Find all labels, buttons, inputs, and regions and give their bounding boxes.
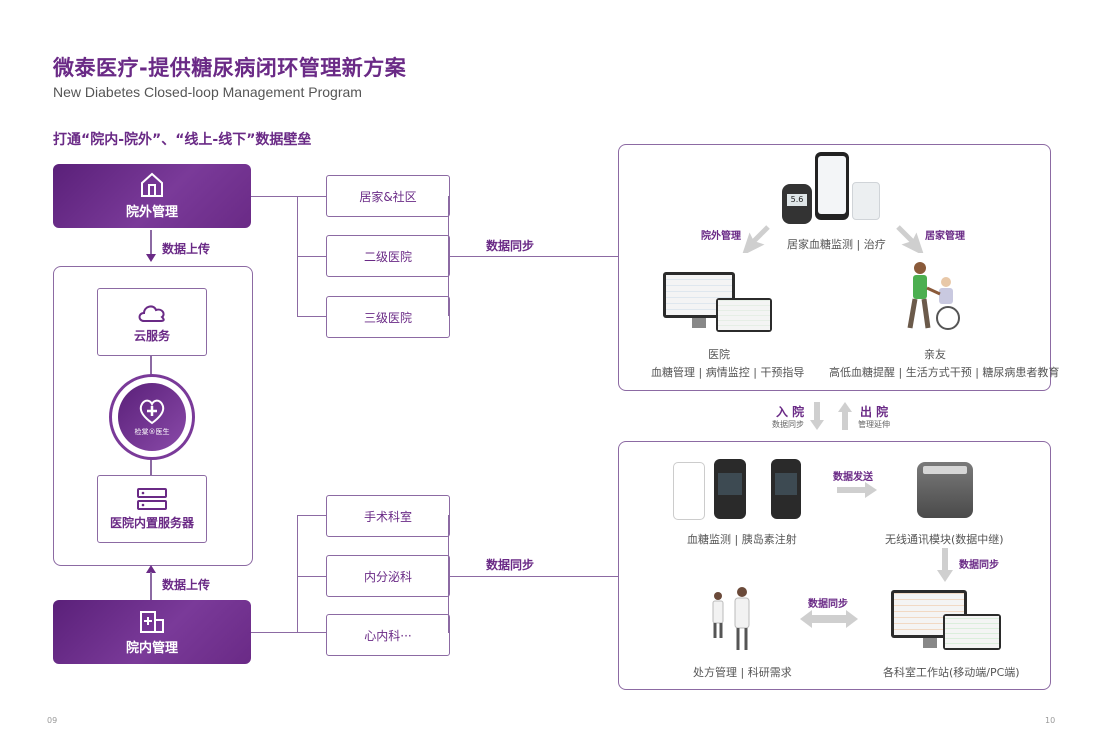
connector-bottom-right-v <box>448 515 449 633</box>
device-pump-black <box>714 459 746 519</box>
workstation-caption: 各科室工作站(移动端/PC端) <box>883 666 1020 679</box>
dept-surgery: 手术科室 <box>326 495 450 537</box>
hospital-cross-icon <box>140 611 164 633</box>
family-label: 亲友 <box>924 348 946 361</box>
arrow-down-right-icon <box>896 225 924 253</box>
dept-endocrinology: 内分泌科 <box>326 555 450 597</box>
connector-top-1 <box>297 196 326 197</box>
logo-heart-cross-icon <box>139 399 165 425</box>
outside-management-label: 院外管理 <box>125 205 178 220</box>
connector-bottom-sync <box>448 576 618 577</box>
outside-management-box: 院外管理 <box>53 164 251 228</box>
devices-caption: 血糖监测 | 胰岛素注射 <box>687 533 797 546</box>
sync-mid-tag: 数据同步 <box>808 599 848 610</box>
inside-management-label: 院内管理 <box>125 641 178 656</box>
glucose-meter-device: 5.6 <box>782 184 812 224</box>
send-right-arrow-icon <box>837 482 877 498</box>
outside-mgmt-tag: 院外管理 <box>701 231 741 242</box>
cloud-service-label: 云服务 <box>133 328 170 343</box>
connector-bottom-2 <box>297 576 326 577</box>
connector-bottom-1 <box>297 515 326 516</box>
bidirectional-arrow-icon <box>800 610 858 628</box>
wireless-module-device <box>917 462 973 518</box>
page-number-left: 09 <box>47 716 58 725</box>
connector-top-h <box>251 196 297 197</box>
connector-bottom-h <box>251 632 297 633</box>
connector-top-sync <box>448 256 618 257</box>
hospital-caption: 血糖管理 | 病情监控 | 干预指导 <box>651 366 805 379</box>
dept-tertiary-hospital: 三级医院 <box>326 296 450 338</box>
arrow-down-left-icon <box>742 225 770 253</box>
hospital-label: 医院 <box>708 348 730 361</box>
admit-sub-label: 数据同步 <box>772 420 804 429</box>
hospital-laptop <box>716 298 772 332</box>
discharge-sub-label: 管理延伸 <box>858 420 890 429</box>
workstation-laptop <box>943 614 1001 650</box>
cloud-icon <box>138 304 165 322</box>
workstation-stand <box>923 638 937 648</box>
glucose-meter-value: 5.6 <box>787 194 807 206</box>
data-send-tag: 数据发送 <box>833 472 873 483</box>
inside-management-box: 院内管理 <box>53 600 251 664</box>
connector-top-right-1 <box>448 196 449 197</box>
server-box: 医院内置服务器 <box>97 475 207 543</box>
sync-down-tag: 数据同步 <box>959 560 999 571</box>
home-monitoring-caption: 居家血糖监测 | 治疗 <box>787 238 886 251</box>
sync-label-bottom: 数据同步 <box>486 558 535 572</box>
connector-bottom-v <box>297 515 298 633</box>
page-subtitle: New Diabetes Closed-loop Management Prog… <box>53 84 362 100</box>
dept-cardiology: 心内科··· <box>326 614 450 656</box>
device-meter-black <box>771 459 801 519</box>
page-title: 微泰医疗-提供糖尿病闭环管理新方案 <box>53 56 407 80</box>
discharge-label: 出 院 <box>860 405 889 419</box>
connector-top-3 <box>297 316 326 317</box>
insulin-pump-device <box>852 182 880 220</box>
discharge-up-arrow-icon <box>838 402 852 430</box>
family-caption: 高低血糖提醒 | 生活方式干预 | 糖尿病患者教育 <box>829 366 1060 379</box>
device-phone-white <box>673 462 705 520</box>
prescription-caption: 处方管理 | 科研需求 <box>693 666 792 679</box>
doctor-illustration <box>712 587 750 650</box>
sync-label-top: 数据同步 <box>486 239 535 253</box>
brand-logo-text: 检棠®医生 <box>134 428 170 436</box>
sync-down-arrow-icon <box>937 548 953 582</box>
connector-top-2 <box>297 256 326 257</box>
monitor-stand <box>692 318 706 328</box>
wireless-caption: 无线通讯模块(数据中继) <box>885 533 1004 546</box>
smartphone-app <box>815 152 849 220</box>
admit-label: 入 院 <box>776 405 805 419</box>
upload-label-bottom: 数据上传 <box>162 578 211 592</box>
server-label: 医院内置服务器 <box>109 515 194 530</box>
family-caregiver-illustration <box>907 262 960 330</box>
admit-down-arrow-icon <box>810 402 824 430</box>
brand-logo: 检棠®医生 <box>109 374 195 460</box>
upload-label-top: 数据上传 <box>162 242 211 256</box>
upload-line-top <box>150 230 152 256</box>
up-arrow-icon <box>146 565 156 573</box>
connector-bottom-3 <box>297 632 326 633</box>
section-heading: 打通“院内-院外”、“线上-线下”数据壁垒 <box>53 132 312 148</box>
cloud-service-box: 云服务 <box>97 288 207 356</box>
upload-line-bottom <box>150 572 152 600</box>
home-mgmt-tag: 居家管理 <box>925 231 965 242</box>
dept-home-community: 居家&社区 <box>326 175 450 217</box>
home-icon <box>141 172 163 197</box>
dept-secondary-hospital: 二级医院 <box>326 235 450 277</box>
page-number-right: 10 <box>1045 716 1056 725</box>
server-icon <box>137 487 167 510</box>
down-arrow-icon <box>146 254 156 262</box>
